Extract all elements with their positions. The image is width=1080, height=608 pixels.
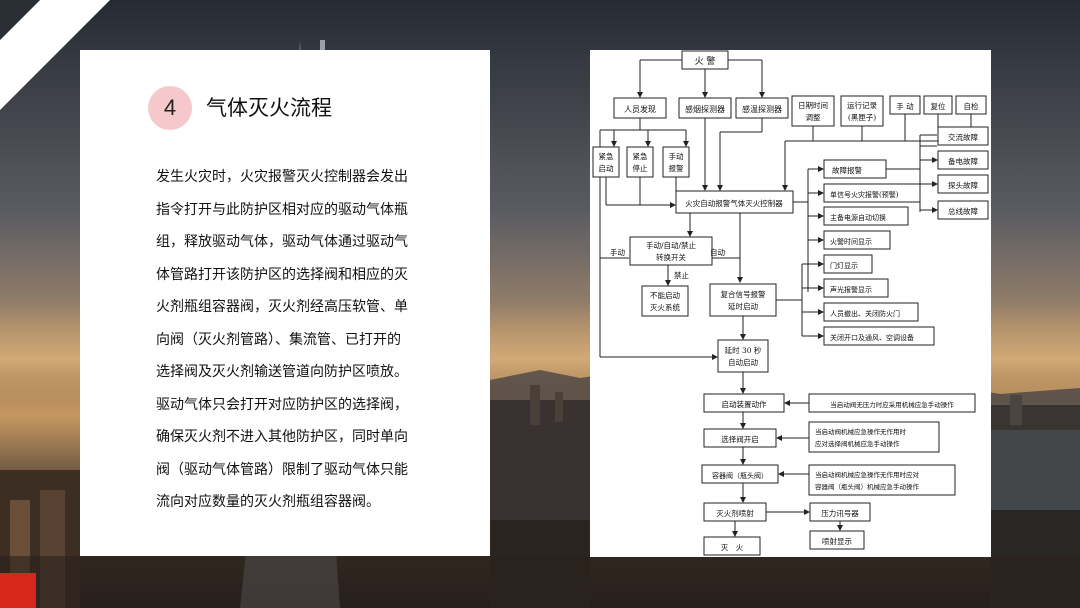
mode-switch-label-1: 手动/自动/禁止 — [646, 240, 697, 250]
datetime-adjust-label-1: 日期时间 — [798, 100, 828, 110]
delay-30s-box — [717, 339, 769, 373]
description-card — [80, 50, 490, 556]
description-line: 向阀（灭火剂管路）、集流管、已打开的 — [156, 331, 401, 348]
controller-label: 火灾自动报警气体灭火控制器 — [685, 198, 783, 208]
manual-alarm-label-2: 报警 — [669, 163, 684, 173]
select-note-box — [808, 421, 940, 453]
emergency-start-label-1: 紧急 — [599, 151, 614, 161]
spray-display-label: 喷射显示 — [822, 536, 852, 546]
run-record-box — [840, 95, 884, 127]
smoke-detector-label: 感烟探测器 — [685, 104, 725, 114]
auto-path-label: 自动 — [710, 247, 725, 257]
emergency-stop-label-2: 停止 — [633, 163, 648, 173]
ac-fault-label: 交流故障 — [948, 132, 978, 142]
description-text: 发生火灾时，火灾报警灭火控制器会发出 指令打开与此防护区相对应的驱动气体瓶 组，… — [156, 161, 408, 519]
description-line: 阀（驱动气体管路）限制了驱动气体只能 — [156, 461, 408, 478]
composite-alarm-label-2: 延时启动 — [728, 301, 758, 311]
alarm-label: 火 警 — [695, 55, 716, 67]
probe-fault-box — [937, 174, 989, 194]
run-record-label-2: (黑匣子) — [848, 113, 876, 122]
description-line: 选择阀及灭火剂输送管道向防护区喷放。 — [156, 364, 408, 380]
mode-switch-label-2: 转换开关 — [656, 252, 686, 262]
select-note-label-2: 应对选择阀机械应急手动操作 — [815, 439, 900, 448]
datetime-adjust-label-2: 调整 — [806, 112, 821, 122]
manual-path-label: 手动 — [610, 247, 625, 257]
start-note-label: 当启动阀无压力时应采用机械应急手动操作 — [830, 400, 954, 409]
fault-alarm-label: 故障报警 — [832, 165, 862, 175]
extinguish-box — [703, 536, 761, 556]
alarm-time-label: 火警时间显示 — [830, 237, 872, 246]
ac-fault-box — [937, 126, 989, 146]
container-note-box — [808, 464, 956, 496]
extinguish-label: 灭 火 — [721, 543, 744, 552]
composite-alarm-label-1: 复合信号报警 — [721, 289, 766, 299]
description-line: 流向对应数量的灭火剂瓶组容器阀。 — [156, 494, 380, 510]
cannot-start-label-2: 灭火系统 — [650, 302, 680, 312]
section-number-badge: 4 — [148, 86, 192, 130]
description-line: 指令打开与此防护区相对应的驱动气体瓶 — [156, 201, 408, 218]
fire-suppression-flowchart: 火 警 人员发现 感烟探测器 感温探测器 日期时间 调整 运行记录 (黑匣子) … — [592, 50, 989, 556]
power-switch-box — [823, 206, 909, 226]
backup-fault-label: 备电故障 — [948, 156, 978, 166]
select-note-label-1: 当启动阀机械应急操作无作用时 — [815, 427, 907, 436]
self-check-label: 自检 — [964, 101, 979, 111]
sound-light-box — [823, 278, 889, 298]
delay-30s-label-2: 自动启动 — [728, 357, 758, 367]
bus-fault-box — [937, 200, 989, 220]
close-vent-box — [823, 326, 935, 346]
alarm-time-box — [823, 230, 891, 250]
description-line: 体管路打开该防护区的选择阀和相应的灭 — [156, 266, 408, 283]
cannot-start-label-1: 不能启动 — [650, 290, 680, 300]
single-signal-label: 单信号火灾报警(预警) — [830, 190, 899, 199]
description-line: 驱动气体只会打开对应防护区的选择阀， — [156, 396, 408, 413]
section-title: 气体灭火流程 — [206, 96, 332, 120]
reset-label: 复位 — [931, 101, 946, 111]
description-line: 组，释放驱动气体，驱动气体通过驱动气 — [156, 234, 408, 250]
forbid-path-label: 禁止 — [674, 270, 689, 280]
close-vent-label: 关闭开口及通风、空调设备 — [830, 333, 914, 342]
manual-alarm-label-1: 手动 — [669, 151, 684, 161]
container-note-label-2: 容器阀（瓶头阀）机械应急手动操作 — [815, 482, 920, 491]
pressure-switch-label: 压力讯号器 — [821, 508, 859, 518]
container-note-label-1: 当启动阀机械应急操作无作用时应对 — [815, 470, 920, 479]
cannot-start-box — [641, 285, 689, 317]
run-record-label-1: 运行记录 — [847, 100, 877, 110]
power-switch-label: 主备电源自动切换 — [830, 213, 886, 222]
person-found-label: 人员发现 — [624, 104, 656, 114]
sound-light-label: 声光报警显示 — [830, 285, 872, 294]
probe-fault-label: 探头故障 — [948, 180, 978, 190]
delay-30s-label-1: 延时 30 秒 — [725, 345, 762, 355]
description-line: 火剂瓶组容器阀，灭火剂经高压软管、单 — [156, 299, 408, 315]
evacuate-label: 人员撤出、关闭防火门 — [830, 309, 900, 318]
description-line: 发生火灾时，火灾报警灭火控制器会发出 — [156, 169, 408, 185]
emergency-start-label-2: 启动 — [599, 163, 614, 173]
backup-fault-box — [937, 150, 989, 170]
spray-display-box — [809, 530, 865, 550]
agent-spray-label: 灭火剂喷射 — [716, 508, 754, 518]
container-valve-label: 容器阀（瓶头阀） — [712, 471, 768, 480]
datetime-adjust-box — [791, 95, 835, 127]
bus-fault-label: 总线故障 — [948, 206, 978, 216]
manual-label: 手 动 — [896, 101, 914, 111]
description-line: 确保灭火剂不进入其他防护区，同时单向 — [156, 429, 408, 445]
door-light-box — [823, 254, 873, 274]
evacuate-box — [823, 302, 919, 322]
composite-alarm-box — [709, 283, 777, 317]
heat-detector-label: 感温探测器 — [742, 104, 782, 114]
mode-switch-box — [629, 236, 713, 266]
emergency-stop-label-1: 紧急 — [633, 151, 648, 161]
start-device-label: 启动装置动作 — [722, 399, 767, 409]
door-light-label: 门灯显示 — [830, 261, 858, 270]
select-valve-label: 选择阀开启 — [721, 434, 759, 444]
manual-alarm-box — [662, 146, 690, 178]
